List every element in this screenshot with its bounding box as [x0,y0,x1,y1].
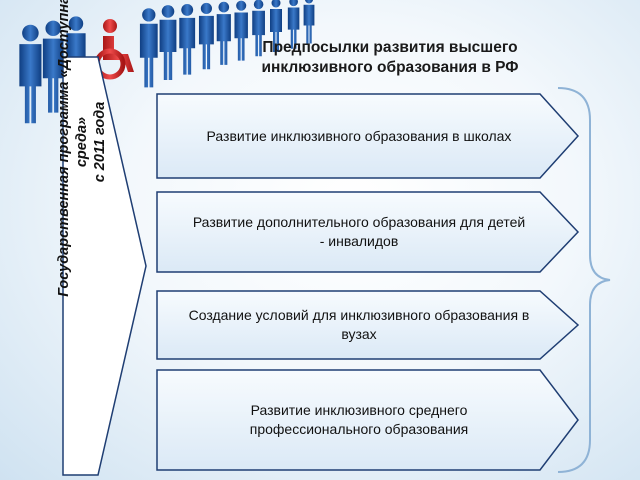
item-2-line-2: - инвалидов [319,233,399,249]
chevron-box-3 [156,290,580,360]
item-2-line-1: Развитие дополнительного образования для… [192,214,526,230]
item-3-line-1: Создание условий для инклюзивного образо… [188,307,530,323]
chevron-box-2 [156,191,580,273]
item-4-line-2: профессионального образования [249,421,469,437]
item-3-line-2: вузах [341,326,377,342]
item-3-label: Создание условий для инклюзивного образо… [158,291,560,359]
item-2-label: Развитие дополнительного образования для… [158,192,560,272]
item-4-line-1: Развитие инклюзивного среднего [250,402,468,418]
chevron-box-1 [156,93,580,179]
item-1-line-1: Развитие инклюзивного образования в школ… [206,127,512,144]
item-1-label: Развитие инклюзивного образования в школ… [158,94,560,178]
title-line-1: Предпосылки развития высшего [262,39,518,56]
brace-icon [557,87,611,473]
chevron-box-4 [156,369,579,471]
program-arrow-box [62,56,147,476]
title-line-2: инклюзивного образования в РФ [261,59,519,76]
page-title: Предпосылки развития высшего инклюзивног… [220,38,560,78]
item-4-label: Развитие инклюзивного среднего профессио… [158,370,560,470]
wheelchair-icon [94,19,134,80]
